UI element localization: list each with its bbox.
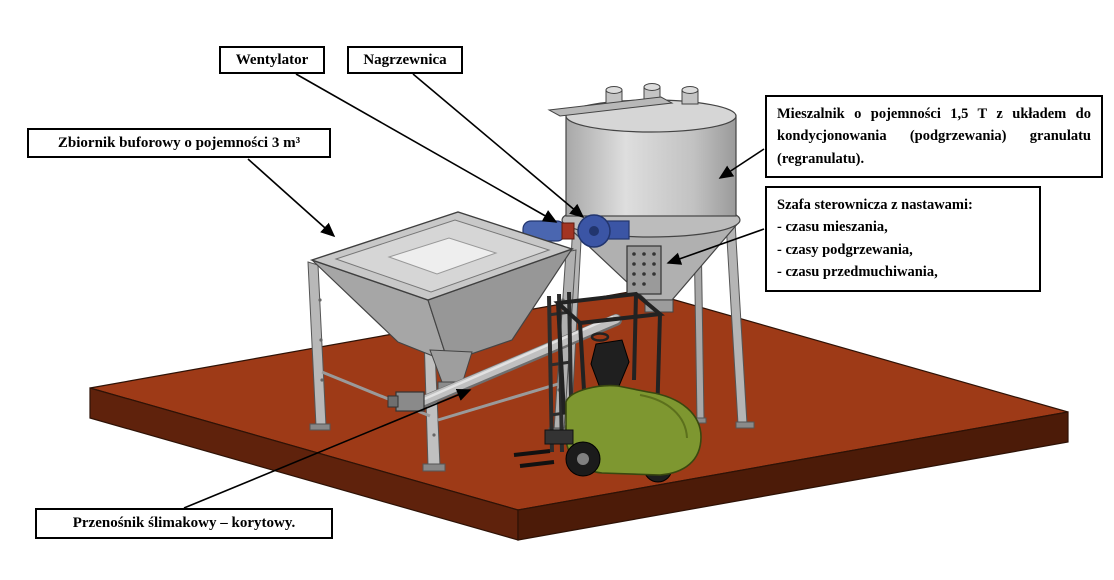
mieszalnik-arrow [718,148,765,179]
fan-hub [589,226,599,236]
mixer-top-bar [547,96,674,117]
mixer-body [565,115,737,217]
przenosnik-arrow [183,388,472,509]
forklift-wheel-hub [577,453,589,465]
floor-right-face [517,411,1069,541]
callout-wentylator: Wentylator [219,46,325,74]
forklift [513,291,702,483]
callout-nagrzewnica-text: Nagrzewnica [363,51,447,68]
callout-wentylator-text: Wentylator [235,51,309,68]
zbiornik-arrow [247,158,336,238]
conveyor-tube [413,314,621,408]
nagrzewnica-arrow [412,73,585,219]
conveyor-motor [395,391,425,412]
callout-mieszalnik-text: Mieszalnik o pojemności 1,5 T z układem … [777,106,1091,167]
control-panel [626,245,662,295]
szafa-arrow [666,228,765,265]
fan-heater-assembly [522,214,630,248]
screw-conveyor [387,314,622,412]
forklift-carriage [544,429,574,445]
callout-szafa-line-4: - czasu przedmuchiwania, [777,264,938,281]
callout-nagrzewnica: Nagrzewnica [347,46,463,74]
forklift-body-line [639,394,688,439]
callout-arrows [183,73,765,509]
callout-zbiornik-text: Zbiornik buforowy o pojemności 3 m³ [57,134,301,151]
callout-szafa-line-1: Szafa sterownicza z nastawami: [777,197,973,213]
forklift-fork-upper [513,449,551,457]
conveyor-motor-cap [387,395,399,408]
hopper-foot [422,463,446,472]
callout-mieszalnik: Mieszalnik o pojemności 1,5 T z układem … [765,95,1103,179]
hopper-interior-floor [387,237,498,275]
callout-przenosnik-text: Przenośnik ślimakowy – korytowy. [72,515,296,532]
wentylator-arrow [295,73,558,223]
callout-szafa-line-3: - czasy podgrzewania, [777,241,913,258]
hopper-foot [309,423,331,431]
heater-connector [561,222,575,240]
callout-szafa-line-2: - czasu mieszania, [777,219,888,236]
hopper-brace [437,382,559,422]
callout-szafa: Szafa sterownicza z nastawami: - czasu m… [765,186,1041,292]
forklift-fork-lower [519,460,555,468]
callout-zbiornik: Zbiornik buforowy o pojemności 3 m³ [27,128,331,158]
mixer-foot [735,421,755,429]
forklift-steering-wheel [590,332,610,342]
callout-przenosnik: Przenośnik ślimakowy – korytowy. [35,508,333,539]
